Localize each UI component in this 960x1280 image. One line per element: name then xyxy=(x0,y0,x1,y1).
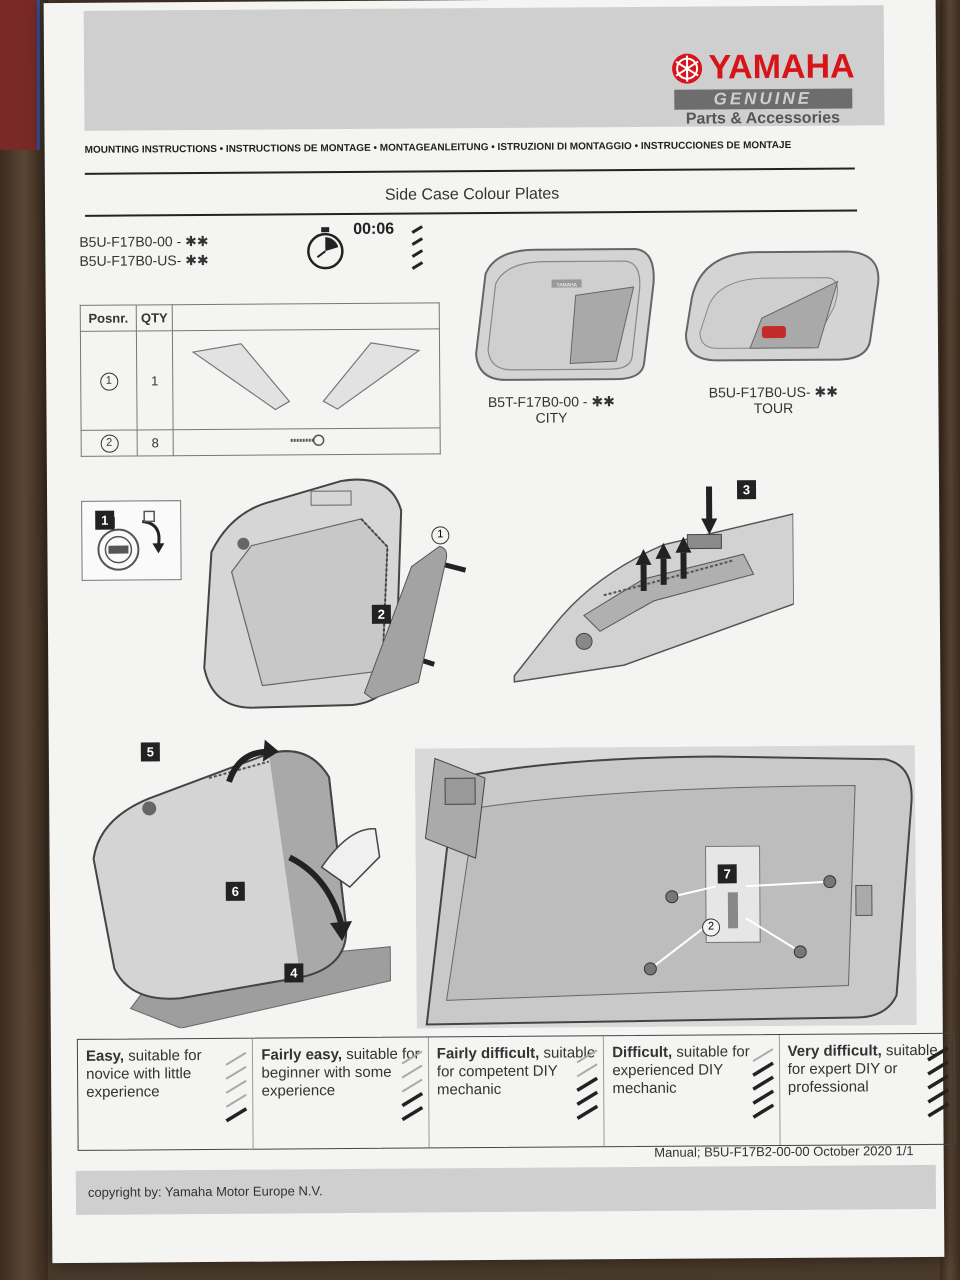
table-surface-right xyxy=(940,0,960,1280)
colour-plate-panel xyxy=(363,545,448,700)
table-surface-left xyxy=(0,0,48,1280)
difficulty-name: Difficult, xyxy=(612,1043,673,1062)
wrench-icon xyxy=(401,1050,424,1122)
city-case-illustration: YAMAHA xyxy=(475,248,655,381)
difficulty-name: Very difficult, xyxy=(787,1042,882,1060)
title-rule xyxy=(85,209,858,217)
colour-plate-illustration xyxy=(172,328,441,430)
step-7-case-interior-illustration xyxy=(414,745,917,1029)
difficulty-legend: Easy, suitable for novice with little ex… xyxy=(76,1032,956,1151)
tour-case-name: TOUR xyxy=(753,399,794,417)
difficulty-level-1: Easy, suitable for novice with little ex… xyxy=(77,1038,255,1150)
quantity: 1 xyxy=(136,330,174,430)
tour-case-label: B5U-F17B0-US- ✱✱ TOUR xyxy=(688,383,858,417)
header-rule xyxy=(84,167,855,175)
quantity: 8 xyxy=(137,429,174,456)
difficulty-name: Fairly difficult, xyxy=(436,1044,540,1063)
screw-illustration xyxy=(173,427,441,456)
wrench-icon xyxy=(576,1049,599,1120)
tuning-fork-emblem-icon xyxy=(672,53,703,84)
part-number-list: B5U-F17B0-00 - ✱✱ B5U-F17B0-US- ✱✱ xyxy=(79,232,209,271)
parts-accessories-label: Parts & Accessories xyxy=(685,109,841,128)
wrench-icon xyxy=(927,1046,950,1118)
part-number: B5U-F17B0-US- ✱✱ xyxy=(79,251,209,269)
position-number: 1 xyxy=(99,372,118,391)
step-label: 5 xyxy=(140,742,160,762)
step-label: 6 xyxy=(225,881,245,901)
step-label: 3 xyxy=(736,480,757,500)
wrench-icon xyxy=(751,1048,774,1119)
table-row: 2 8 xyxy=(81,427,441,457)
city-case-name: CITY xyxy=(535,409,568,426)
column-header-illustration xyxy=(172,302,440,331)
wrench-icon xyxy=(411,225,424,270)
header-banner: YAMAHA GENUINE Parts & Accessories xyxy=(83,5,885,131)
city-case-code: B5T-F17B0-00 - ✱✱ xyxy=(487,393,615,411)
difficulty-name: Easy, xyxy=(85,1047,125,1065)
difficulty-level-5: Very difficult, suitable for expert DIY … xyxy=(779,1034,954,1145)
difficulty-level-4: Difficult, suitable for experienced DIY … xyxy=(604,1035,781,1147)
step-4-5-6-case-illustration xyxy=(92,739,391,1029)
genuine-label: GENUINE xyxy=(673,88,852,110)
difficulty-level-2: Fairly easy, suitable for beginner with … xyxy=(253,1037,430,1149)
wrench-icon xyxy=(225,1051,248,1123)
copyright-notice: copyright by: Yamaha Motor Europe N.V. xyxy=(87,1183,323,1200)
step-3-case-top-illustration xyxy=(513,486,795,683)
time-indicator: 00:06 xyxy=(303,220,424,275)
difficulty-name: Fairly easy, xyxy=(261,1046,343,1064)
logo-wordmark: YAMAHA xyxy=(708,47,855,87)
column-header-posnr: Posnr. xyxy=(80,304,137,332)
step-label: 1 xyxy=(95,510,115,530)
document-title: Side Case Colour Plates xyxy=(384,185,560,204)
instruction-sheet: YAMAHA GENUINE Parts & Accessories MOUNT… xyxy=(43,0,956,1264)
step-label: 7 xyxy=(717,864,737,884)
part-callout: 1 xyxy=(431,526,450,545)
position-number: 2 xyxy=(100,434,119,453)
difficulty-level-3: Fairly difficult, suitable for competent… xyxy=(428,1036,605,1148)
step-label: 2 xyxy=(371,604,391,624)
yamaha-logo: YAMAHA GENUINE Parts & Accessories xyxy=(655,47,871,128)
part-callout: 2 xyxy=(702,918,721,937)
column-header-qty: QTY xyxy=(136,304,173,331)
city-case-label: B5T-F17B0-00 - ✱✱ CITY xyxy=(466,393,636,426)
stopwatch-icon xyxy=(307,227,344,270)
manual-reference: Manual; B5U-F17B2-00-00 October 2020 1/1 xyxy=(654,1143,914,1160)
step-label: 4 xyxy=(284,963,304,983)
tour-case-illustration xyxy=(684,250,880,362)
case-badge: YAMAHA xyxy=(556,282,577,288)
parts-table: Posnr. QTY 1 1 2 8 xyxy=(79,302,441,457)
table-row: 1 1 xyxy=(80,328,441,431)
tour-case-code: B5U-F17B0-US- ✱✱ xyxy=(708,383,839,401)
time-value: 00:06 xyxy=(353,220,395,238)
red-object-corner xyxy=(0,0,40,150)
mounting-instructions-line: MOUNTING INSTRUCTIONS • INSTRUCTIONS DE … xyxy=(84,139,792,156)
step-1-2-case-illustration xyxy=(203,478,403,709)
part-number: B5U-F17B0-00 - ✱✱ xyxy=(79,232,209,250)
